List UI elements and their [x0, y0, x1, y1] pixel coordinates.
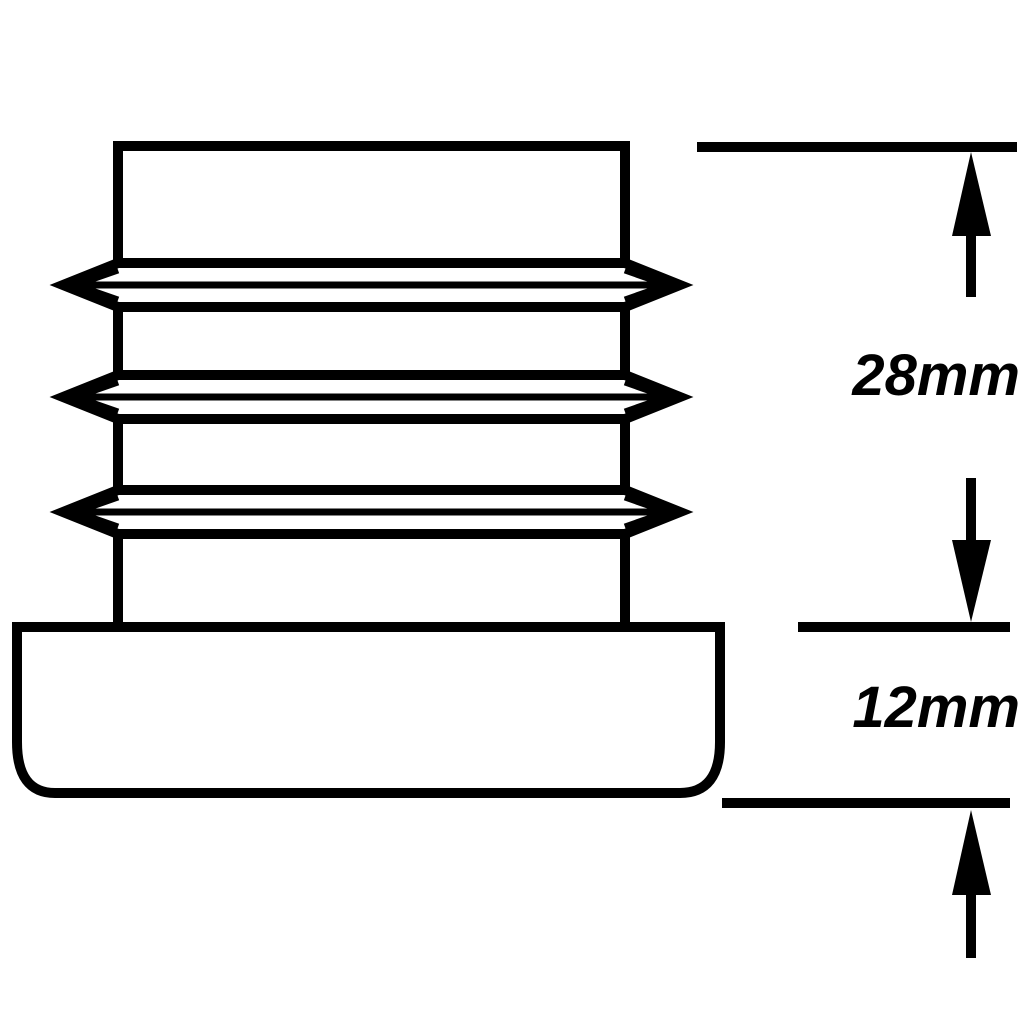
rib: [49, 370, 694, 424]
rib-line: [49, 370, 694, 424]
rib-line: [64, 266, 120, 304]
cap-base: [12, 622, 725, 798]
rib-line: [623, 493, 679, 531]
rib-line: [49, 258, 694, 312]
rib-line: [64, 493, 120, 531]
arrow-down-icon: [952, 540, 991, 622]
arrow-up-icon: [952, 810, 991, 895]
rib: [49, 485, 694, 539]
rib-line: [49, 485, 694, 539]
insert-height-label: 28mm: [851, 343, 1020, 408]
arrow-up-icon: [952, 152, 991, 236]
rib-line: [623, 266, 679, 304]
dimension-lines: [697, 142, 1017, 958]
insert-top-outline: [113, 141, 630, 262]
ribs: [49, 258, 694, 539]
rib: [49, 258, 694, 312]
rib-line: [623, 378, 679, 416]
insert-body: [113, 141, 630, 624]
cap-height-label: 12mm: [852, 675, 1020, 740]
rib-line: [64, 378, 120, 416]
